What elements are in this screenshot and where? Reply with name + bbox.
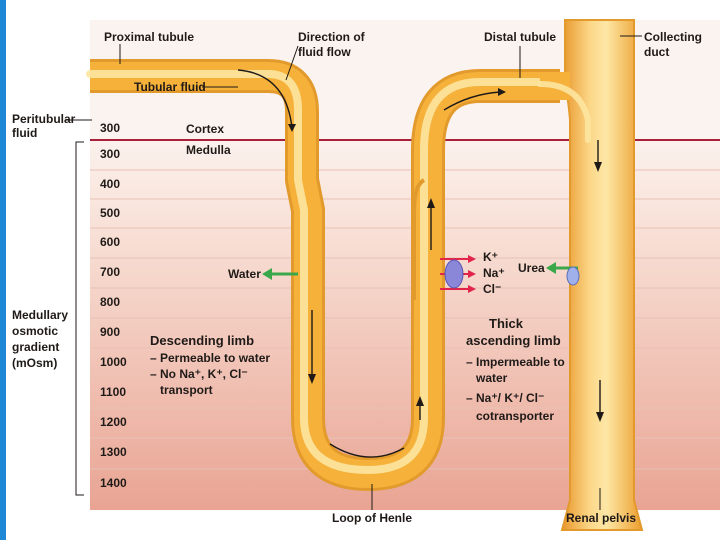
thick-limb-title-2: ascending limb bbox=[466, 333, 561, 348]
osmolarity-value-3: 500 bbox=[100, 206, 130, 220]
k-ion-label: K⁺ bbox=[483, 250, 498, 265]
gradient-label-1: Medullary bbox=[12, 308, 68, 323]
urea-label: Urea bbox=[518, 261, 545, 276]
gradient-label-3: gradient bbox=[12, 340, 59, 355]
gradient-bracket bbox=[76, 142, 84, 495]
thick-limb-line-1: – Impermeable to bbox=[466, 355, 565, 370]
direction-of-flow-label-2: fluid flow bbox=[298, 45, 351, 60]
descending-limb-line-2: – No Na⁺, K⁺, Cl⁻ bbox=[150, 367, 248, 382]
osmolarity-value-11: 1300 bbox=[100, 445, 130, 459]
urea-channel bbox=[567, 267, 579, 285]
osmolarity-value-10: 1200 bbox=[100, 415, 130, 429]
collecting-duct-label-1: Collecting bbox=[644, 30, 702, 45]
thick-limb-line-2: water bbox=[476, 371, 507, 386]
gradient-label-4: (mOsm) bbox=[12, 356, 57, 371]
descending-limb-title: Descending limb bbox=[150, 333, 254, 348]
osmolarity-value-7: 900 bbox=[100, 325, 130, 339]
descending-limb-line-1: – Permeable to water bbox=[150, 351, 270, 366]
osmolarity-value-0: 300 bbox=[100, 121, 130, 135]
cl-ion-label: Cl⁻ bbox=[483, 282, 501, 297]
osmolarity-value-2: 400 bbox=[100, 177, 130, 191]
peritubular-fluid-label-2: fluid bbox=[12, 126, 37, 141]
osmolarity-value-8: 1000 bbox=[100, 355, 130, 369]
osmolarity-value-12: 1400 bbox=[100, 476, 130, 490]
proximal-tubule-label: Proximal tubule bbox=[104, 30, 194, 45]
cortex-label: Cortex bbox=[186, 122, 224, 137]
gradient-label-2: osmotic bbox=[12, 324, 58, 339]
thick-limb-title-1: Thick bbox=[489, 316, 523, 331]
na-ion-label: Na⁺ bbox=[483, 266, 505, 281]
renal-pelvis-label: Renal pelvis bbox=[566, 511, 636, 526]
thick-limb-line-4: cotransporter bbox=[476, 409, 554, 424]
medulla-label: Medulla bbox=[186, 143, 231, 158]
osmolarity-value-1: 300 bbox=[100, 147, 130, 161]
transporter-protein bbox=[445, 260, 463, 288]
osmolarity-value-9: 1100 bbox=[100, 385, 130, 399]
descending-limb-line-3: transport bbox=[160, 383, 213, 398]
peritubular-fluid-label-1: Peritubular bbox=[12, 112, 75, 127]
loop-of-henle-label: Loop of Henle bbox=[332, 511, 412, 526]
osmolarity-value-5: 700 bbox=[100, 265, 130, 279]
osmolarity-value-4: 600 bbox=[100, 235, 130, 249]
direction-of-flow-label-1: Direction of bbox=[298, 30, 365, 45]
collecting-duct-label-2: duct bbox=[644, 45, 669, 60]
osmolarity-value-6: 800 bbox=[100, 295, 130, 309]
tubular-fluid-label: Tubular fluid bbox=[134, 80, 206, 95]
distal-tubule-label: Distal tubule bbox=[484, 30, 556, 45]
water-label: Water bbox=[228, 267, 261, 282]
thick-limb-line-3: – Na⁺/ K⁺/ Cl⁻ bbox=[466, 391, 544, 406]
